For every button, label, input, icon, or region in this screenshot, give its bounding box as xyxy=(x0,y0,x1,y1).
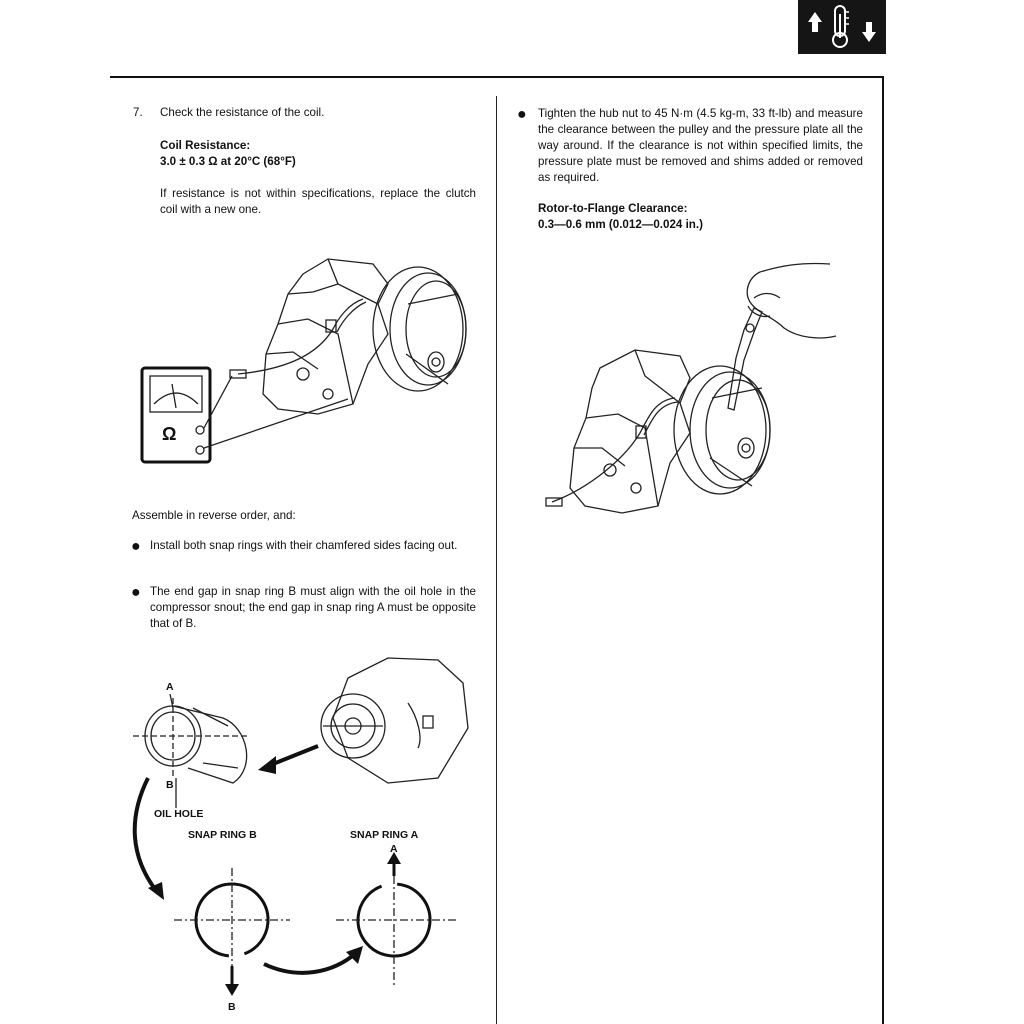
label-a-ring: A xyxy=(390,843,398,855)
coil-spec-value: 3.0 ± 0.3 Ω at 20°C (68°F) xyxy=(160,155,296,168)
clearance-spec-title: Rotor-to-Flange Clearance: xyxy=(538,202,688,215)
clearance-figure xyxy=(545,262,837,514)
coil-spec-title: Coil Resistance: xyxy=(160,139,251,152)
step-number: 7. xyxy=(133,106,143,119)
label-b-top: B xyxy=(166,779,174,791)
column-divider xyxy=(496,96,497,1024)
clearance-spec-value: 0.3—0.6 mm (0.012—0.024 in.) xyxy=(538,218,703,231)
bullet-dot-2: ● xyxy=(131,584,141,601)
coil-resistance-figure: Ω xyxy=(140,258,467,464)
right-bullet-dot: ● xyxy=(517,106,527,123)
right-border-rule xyxy=(882,76,884,1024)
ohm-symbol: Ω xyxy=(162,424,176,444)
bullet-dot-1: ● xyxy=(131,538,141,555)
snap-ring-figure: A B OIL HOLE SNAP RING B SNAP RING A B A xyxy=(132,657,469,1013)
label-snap-ring-a: SNAP RING A xyxy=(350,829,419,841)
thermometer-updown-icon xyxy=(808,5,876,48)
bullet-1-text: Install both snap rings with their chamf… xyxy=(150,539,458,552)
step-text: Check the resistance of the coil. xyxy=(160,106,325,119)
header-rule xyxy=(110,76,884,78)
label-oil-hole: OIL HOLE xyxy=(154,808,203,820)
bullet-2-text: The end gap in snap ring B must align wi… xyxy=(150,585,476,630)
coil-note: If resistance is not within specificatio… xyxy=(160,187,476,216)
label-b-bottom: B xyxy=(228,1001,236,1013)
label-snap-ring-b: SNAP RING B xyxy=(188,829,257,841)
section-badge xyxy=(798,0,886,54)
assemble-intro: Assemble in reverse order, and: xyxy=(132,509,296,522)
right-bullet-text: Tighten the hub nut to 45 N·m (4.5 kg-m,… xyxy=(538,107,863,184)
label-a-top: A xyxy=(166,681,174,693)
